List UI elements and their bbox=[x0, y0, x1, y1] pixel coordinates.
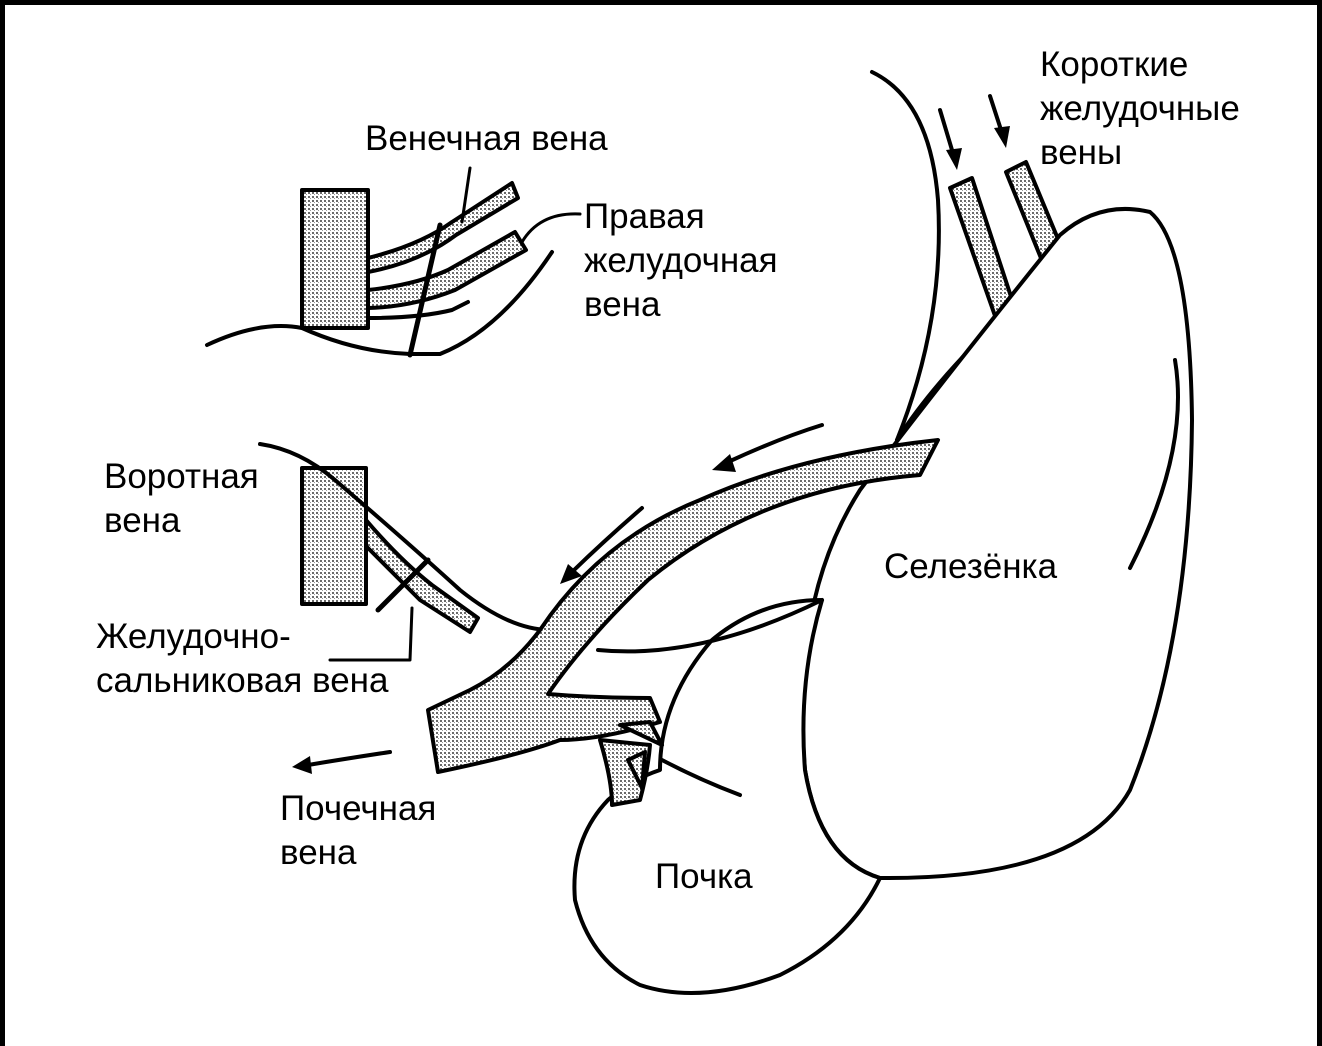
portal-vein-trunk bbox=[300, 466, 368, 606]
label-short-gastric-line-3: вены bbox=[1040, 133, 1123, 172]
inset-trunk bbox=[300, 188, 370, 330]
short-gastric-arrowhead-1 bbox=[946, 148, 962, 170]
gastroepiploic-pointer bbox=[328, 606, 414, 662]
label-gastroepiploic-line-1: Желудочно- bbox=[96, 617, 291, 656]
right-gastric-branch bbox=[366, 230, 528, 310]
stomach-outline bbox=[870, 70, 941, 442]
middle-inset-cut bbox=[375, 557, 431, 613]
renal-vein-small-2 bbox=[626, 750, 647, 790]
splenic-vein-lower-edge bbox=[596, 598, 824, 654]
spleen-inner-curve bbox=[1128, 358, 1180, 570]
label-renal-line-1: Почечная bbox=[280, 789, 437, 828]
label-kidney: Почка bbox=[655, 857, 753, 896]
short-gastric-arrowhead-2 bbox=[994, 126, 1010, 148]
flow-arrowhead-2 bbox=[560, 564, 582, 584]
label-renal-line-2: вена bbox=[280, 833, 357, 872]
gastroepiploic-branch bbox=[364, 518, 480, 634]
spleen-outline bbox=[800, 206, 1194, 881]
flow-arrowhead-1 bbox=[712, 454, 736, 472]
inset-boundary bbox=[205, 250, 554, 356]
label-right-gastric-line-2: желудочная bbox=[584, 241, 778, 280]
label-right-gastric-line-1: Правая bbox=[584, 197, 705, 236]
label-coronary-vein: Венечная вена bbox=[365, 119, 608, 158]
coronary-pointer bbox=[460, 166, 472, 224]
kidney-outline bbox=[572, 598, 882, 995]
upper-inset bbox=[205, 166, 582, 358]
middle-inset-boundary bbox=[258, 442, 552, 632]
label-portal-line-2: вена bbox=[104, 501, 181, 540]
splenic-vein bbox=[426, 438, 940, 774]
label-short-gastric-line-1: Короткие bbox=[1040, 45, 1189, 84]
label-right-gastric-line-3: вена bbox=[584, 285, 661, 324]
coronary-branch bbox=[366, 181, 520, 274]
kidney-hilum-line bbox=[660, 758, 742, 797]
label-portal-line-1: Воротная bbox=[104, 457, 259, 496]
label-gastroepiploic-line-2: сальниковая вена bbox=[96, 661, 389, 700]
flow-arrows bbox=[306, 423, 824, 767]
renal-vein-small bbox=[618, 720, 664, 747]
inset-cut-line-1 bbox=[407, 222, 443, 358]
middle-inset bbox=[258, 442, 552, 662]
label-spleen: Селезёнка bbox=[884, 547, 1058, 586]
flow-arrowhead-3 bbox=[292, 756, 312, 774]
right-gastric-pointer bbox=[520, 212, 582, 244]
label-short-gastric-line-2: желудочные bbox=[1040, 89, 1240, 128]
